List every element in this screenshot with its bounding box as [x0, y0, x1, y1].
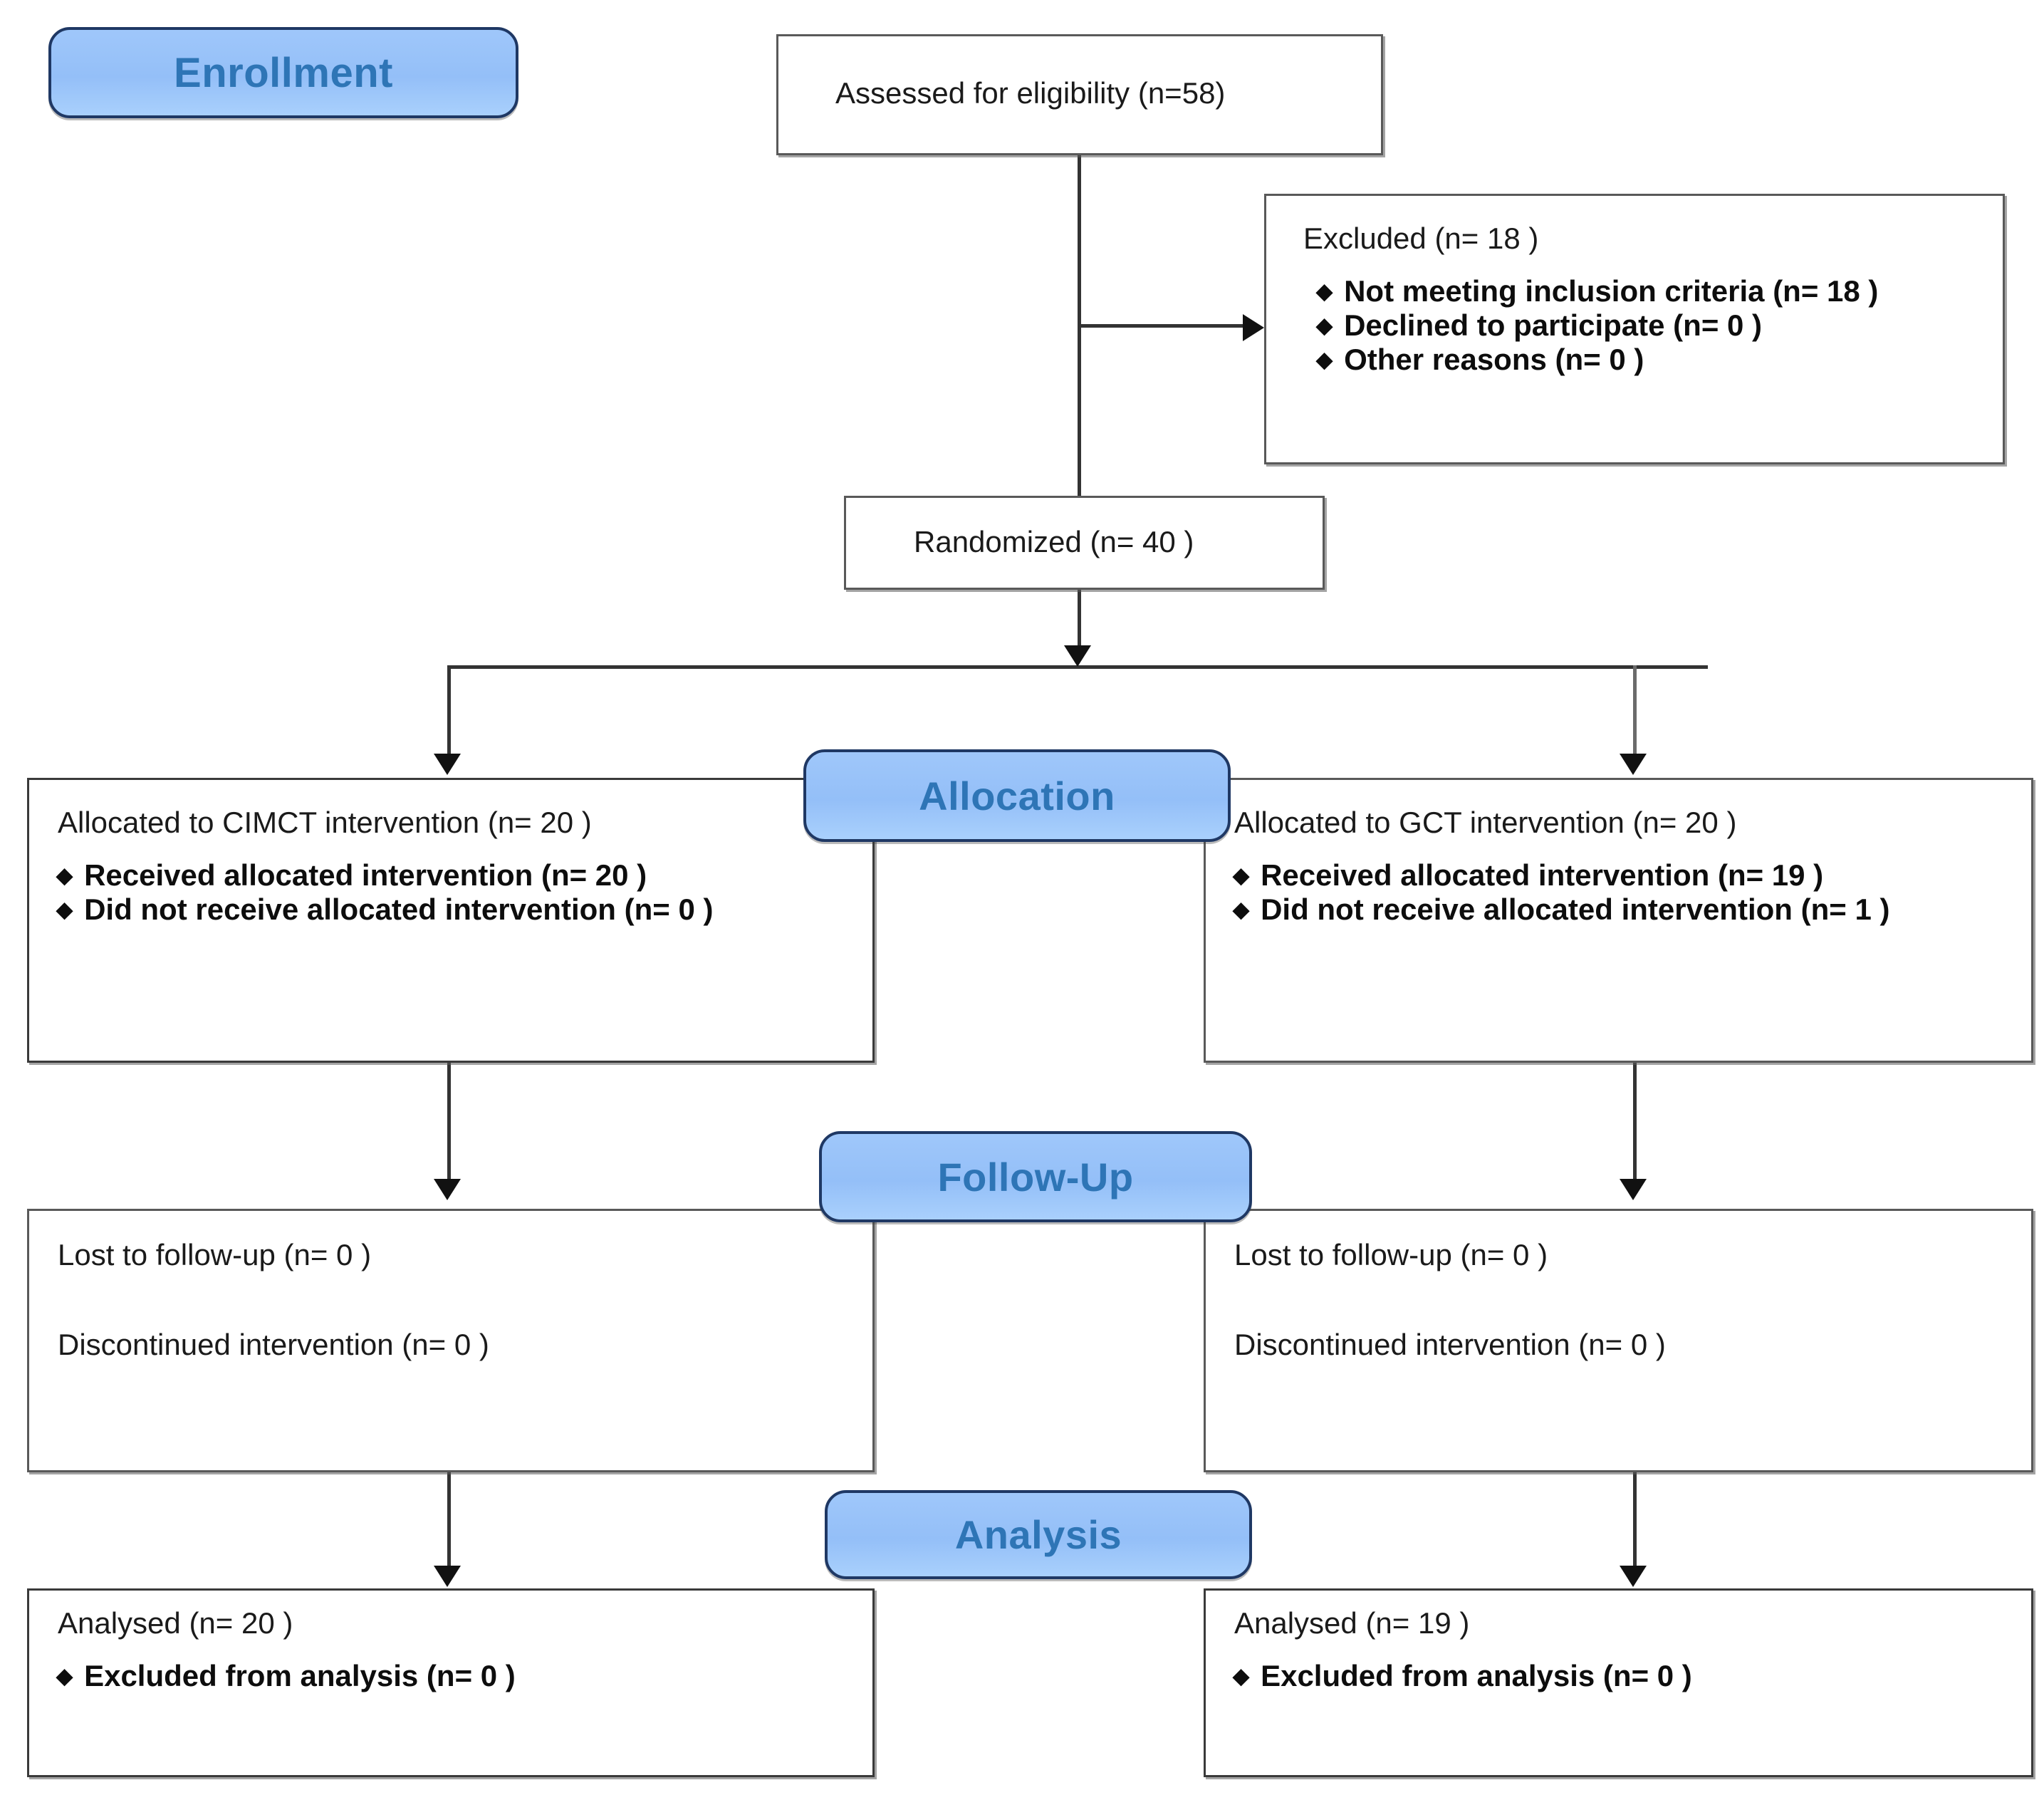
box-analysis-right: Analysed (n= 19 ) ◆ Excluded from analys…	[1204, 1588, 2033, 1777]
list-item: ◆ Other reasons (n= 0 )	[1316, 343, 1878, 377]
arrowhead-allocation-right	[1620, 754, 1647, 775]
excluded-bullet-text: Not meeting inclusion criteria (n= 18 )	[1344, 274, 1879, 308]
connector-split-right	[1633, 665, 1637, 759]
diamond-bullet-icon: ◆	[56, 898, 73, 922]
box-followup-left: Lost to follow-up (n= 0 ) Discontinued i…	[27, 1209, 875, 1472]
diamond-bullet-icon: ◆	[1233, 898, 1250, 922]
list-item: ◆ Received allocated intervention (n= 19…	[1233, 858, 1889, 893]
excluded-bullet-list: ◆ Not meeting inclusion criteria (n= 18 …	[1316, 274, 1878, 377]
arrowhead-followup-right	[1620, 1179, 1647, 1200]
analysis-left-title: Analysed (n= 20 )	[58, 1606, 293, 1640]
allocation-left-title: Allocated to CIMCT intervention (n= 20 )	[58, 806, 592, 839]
allocation-left-bullet-text: Did not receive allocated intervention (…	[84, 893, 714, 926]
diamond-bullet-icon: ◆	[56, 1665, 73, 1688]
arrowhead-allocation-left	[434, 754, 461, 775]
connector-split-left	[447, 665, 451, 759]
list-item: ◆ Declined to participate (n= 0 )	[1316, 308, 1878, 343]
connector-eligibility-to-excluded	[1078, 324, 1243, 328]
arrowhead-randomized-split	[1064, 645, 1091, 667]
list-item: ◆ Not meeting inclusion criteria (n= 18 …	[1316, 274, 1878, 308]
assessed-text: Assessed for eligibility (n=58)	[835, 76, 1226, 110]
diamond-bullet-icon: ◆	[1316, 314, 1333, 338]
box-analysis-left: Analysed (n= 20 ) ◆ Excluded from analys…	[27, 1588, 875, 1777]
box-allocation-left: Allocated to CIMCT intervention (n= 20 )…	[27, 778, 875, 1063]
allocation-right-bullet-text: Received allocated intervention (n= 19 )	[1261, 858, 1824, 892]
excluded-bullet-text: Other reasons (n= 0 )	[1344, 343, 1644, 376]
analysis-right-bullet-list: ◆ Excluded from analysis (n= 0 )	[1233, 1659, 1692, 1693]
followup-right-line2: Discontinued intervention (n= 0 )	[1234, 1328, 1666, 1361]
analysis-left-bullet-list: ◆ Excluded from analysis (n= 0 )	[56, 1659, 516, 1693]
split-bar-allocation	[447, 665, 1708, 669]
list-item: ◆ Received allocated intervention (n= 20…	[56, 858, 713, 893]
stage-label-enrollment: Enrollment	[174, 49, 393, 96]
followup-left-line2: Discontinued intervention (n= 0 )	[58, 1328, 489, 1361]
box-randomized: Randomized (n= 40 )	[844, 496, 1325, 590]
followup-right-line1: Lost to follow-up (n= 0 )	[1234, 1238, 1548, 1271]
arrowhead-analysis-left	[434, 1566, 461, 1587]
analysis-left-bullet-text: Excluded from analysis (n= 0 )	[84, 1659, 516, 1692]
diamond-bullet-icon: ◆	[1316, 348, 1333, 372]
diamond-bullet-icon: ◆	[1233, 1665, 1250, 1688]
connector-alloc-left-to-followup	[447, 1063, 451, 1184]
connector-randomized-down	[1078, 590, 1081, 652]
stage-badge-followup: Follow-Up	[819, 1131, 1252, 1222]
stage-badge-allocation: Allocation	[803, 749, 1231, 842]
arrowhead-analysis-right	[1620, 1566, 1647, 1587]
box-assessed-for-eligibility: Assessed for eligibility (n=58)	[776, 34, 1383, 155]
arrowhead-followup-left	[434, 1179, 461, 1200]
analysis-right-title: Analysed (n= 19 )	[1234, 1606, 1470, 1640]
list-item: ◆ Excluded from analysis (n= 0 )	[1233, 1659, 1692, 1693]
connector-followup-right-to-analysis	[1633, 1472, 1637, 1572]
list-item: ◆ Did not receive allocated intervention…	[56, 893, 713, 927]
followup-left-line1: Lost to follow-up (n= 0 )	[58, 1238, 372, 1271]
allocation-right-title: Allocated to GCT intervention (n= 20 )	[1234, 806, 1737, 839]
stage-label-followup: Follow-Up	[937, 1154, 1134, 1200]
allocation-left-bullet-list: ◆ Received allocated intervention (n= 20…	[56, 858, 713, 927]
analysis-right-bullet-text: Excluded from analysis (n= 0 )	[1261, 1659, 1692, 1692]
box-followup-right: Lost to follow-up (n= 0 ) Discontinued i…	[1204, 1209, 2033, 1472]
excluded-bullet-text: Declined to participate (n= 0 )	[1344, 308, 1763, 342]
diamond-bullet-icon: ◆	[56, 864, 73, 888]
excluded-title: Excluded (n= 18 )	[1303, 222, 1539, 255]
stage-label-analysis: Analysis	[954, 1512, 1122, 1557]
list-item: ◆ Excluded from analysis (n= 0 )	[56, 1659, 516, 1693]
diamond-bullet-icon: ◆	[1316, 280, 1333, 303]
randomized-text: Randomized (n= 40 )	[914, 525, 1194, 558]
arrowhead-to-excluded	[1243, 314, 1264, 341]
connector-alloc-right-to-followup	[1633, 1063, 1637, 1184]
allocation-right-bullet-list: ◆ Received allocated intervention (n= 19…	[1233, 858, 1889, 927]
stage-badge-analysis: Analysis	[825, 1490, 1252, 1579]
box-excluded: Excluded (n= 18 ) ◆ Not meeting inclusio…	[1264, 194, 2005, 464]
connector-followup-left-to-analysis	[447, 1472, 451, 1572]
stage-label-allocation: Allocation	[919, 773, 1115, 818]
stage-badge-enrollment: Enrollment	[48, 27, 518, 118]
list-item: ◆ Did not receive allocated intervention…	[1233, 893, 1889, 927]
diamond-bullet-icon: ◆	[1233, 864, 1250, 888]
box-allocation-right: Allocated to GCT intervention (n= 20 ) ◆…	[1204, 778, 2033, 1063]
allocation-right-bullet-text: Did not receive allocated intervention (…	[1261, 893, 1890, 926]
allocation-left-bullet-text: Received allocated intervention (n= 20 )	[84, 858, 647, 892]
